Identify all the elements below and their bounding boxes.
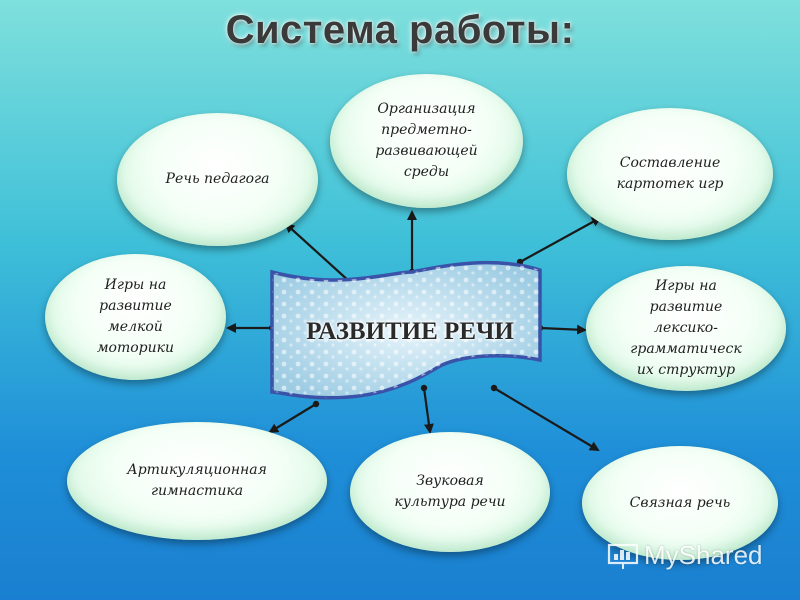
arrow-coherent-speech	[490, 384, 600, 452]
center-topic-label: РАЗВИТИЕ РЕЧИ	[306, 318, 514, 345]
node-card-files: Составление картотек игр	[567, 108, 773, 240]
node-speech-teacher-label: Речь педагога	[165, 171, 270, 187]
watermark: MyShared	[606, 540, 763, 571]
node-speech-teacher: Речь педагога	[117, 113, 318, 246]
slide-title: Система работы:	[225, 8, 575, 52]
watermark-text: MyShared	[644, 540, 763, 570]
node-articulation: Артикуляционная гимнастика	[67, 422, 327, 540]
arrow-articulation	[268, 400, 320, 434]
node-coherent-speech: Связная речь	[582, 446, 778, 560]
node-lexico-grammar-label: Игры на развитие лексико- грамматическ и…	[630, 278, 742, 378]
node-articulation-label: Артикуляционная гимнастика	[127, 462, 267, 499]
node-lexico-grammar: Игры на развитие лексико- грамматическ и…	[586, 266, 786, 391]
arrow-card-files	[516, 217, 602, 266]
node-org-label: Организация предметно- развивающей среды	[375, 101, 478, 180]
arrow-speech-teacher	[284, 222, 354, 286]
presentation-icon	[607, 543, 639, 569]
arrow-lexico-grammar	[536, 324, 587, 335]
node-fine-motor: Игры на развитие мелкой моторики	[45, 254, 226, 380]
arrow-sound-culture	[420, 384, 434, 434]
node-card-files-label: Составление картотек игр	[616, 155, 724, 192]
node-sound-culture-label: Звуковая культура речи	[394, 473, 506, 510]
node-org: Организация предметно- развивающей среды	[330, 74, 523, 208]
node-sound-culture: Звуковая культура речи	[350, 432, 550, 552]
node-coherent-speech-label: Связная речь	[629, 494, 731, 511]
node-fine-motor-label: Игры на развитие мелкой моторики	[96, 277, 175, 356]
